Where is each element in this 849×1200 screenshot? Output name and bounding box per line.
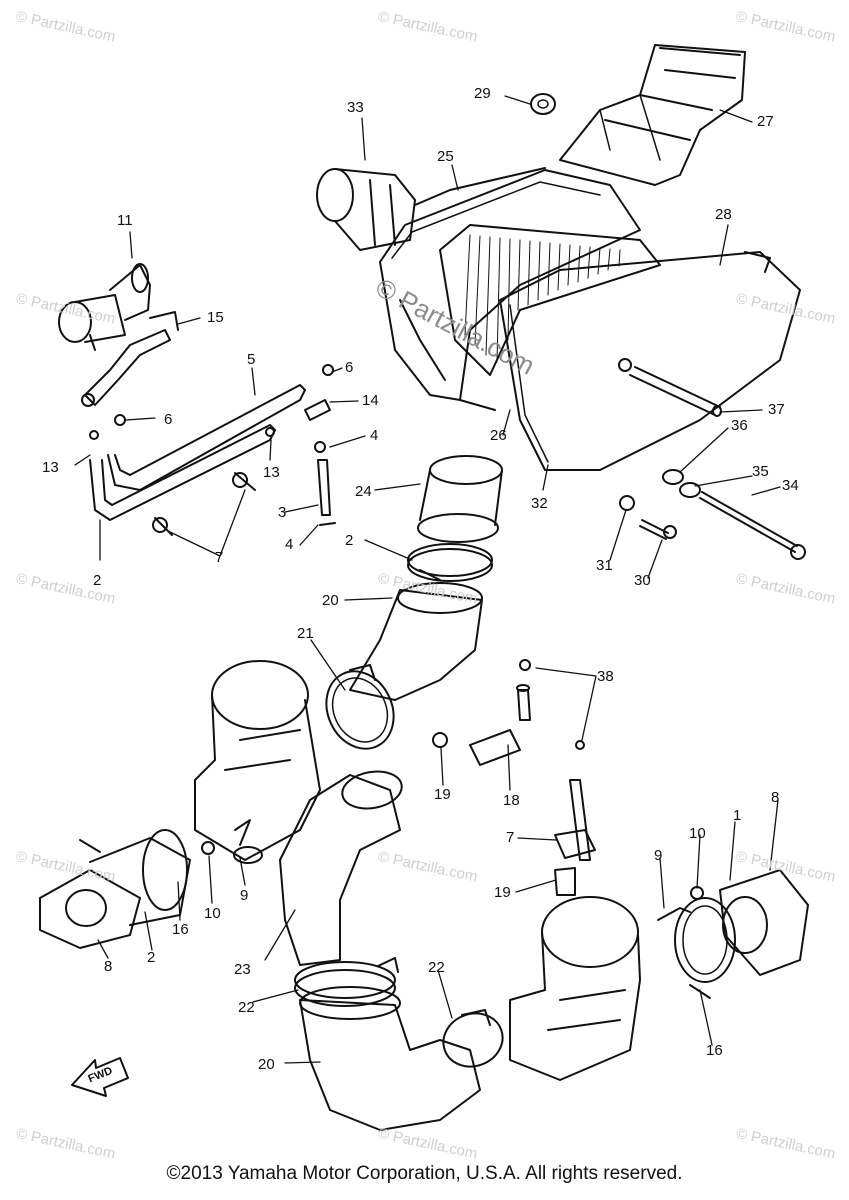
callout-number: 2 [147, 949, 156, 966]
callout-number: 24 [355, 483, 372, 500]
bolts-washers [619, 469, 701, 540]
callout-number: 30 [634, 572, 651, 589]
callout-number: 36 [731, 417, 748, 434]
callout-number: 3 [278, 504, 287, 521]
elbow-duct [279, 770, 403, 966]
callout-number: 10 [689, 825, 706, 842]
callout-number: 29 [474, 85, 491, 102]
callout-number: 15 [207, 309, 224, 326]
callout-number: 5 [247, 351, 256, 368]
callout-number: 19 [434, 786, 451, 803]
fittings [432, 659, 596, 896]
callout-number: 16 [172, 921, 189, 938]
callout-number: 22 [428, 959, 445, 976]
callout-number: 8 [771, 789, 780, 806]
callout-number: 37 [768, 401, 785, 418]
callout-number: 25 [437, 148, 454, 165]
hose-clamp-lower [442, 1009, 504, 1068]
callout-number: 10 [204, 905, 221, 922]
small-clips [89, 364, 336, 526]
callout-number: 14 [362, 392, 379, 409]
callout-number: 8 [104, 958, 113, 975]
hose-set [89, 384, 306, 536]
intake-funnel [559, 44, 746, 186]
callout-number: 38 [597, 668, 614, 685]
carburetor-right [509, 896, 641, 1081]
air-filter-cover [499, 251, 801, 471]
intake-joint-lower [299, 986, 481, 1131]
callout-number: 9 [654, 847, 663, 864]
long-bolt [699, 491, 798, 553]
callout-number: 26 [490, 427, 507, 444]
callout-number: 1 [733, 807, 742, 824]
through-rod [629, 366, 721, 416]
hose-band [325, 664, 395, 750]
intake-boot [316, 168, 416, 251]
hose-clamp-upper [407, 543, 493, 582]
callout-number: 16 [706, 1042, 723, 1059]
callout-number: 2 [93, 572, 102, 589]
bracket [81, 311, 179, 407]
callout-number: 9 [240, 887, 249, 904]
callout-number: 33 [347, 99, 364, 116]
air-filter-element [439, 224, 661, 376]
callout-number: 35 [752, 463, 769, 480]
callout-number: 21 [297, 625, 314, 642]
forward-arrow-icon [71, 1057, 129, 1097]
callout-number: 6 [164, 411, 173, 428]
callout-number: 13 [42, 459, 59, 476]
connector-tube [417, 455, 503, 543]
callout-number: 7 [506, 829, 515, 846]
solenoid [58, 263, 151, 351]
carburetor-left [194, 660, 321, 864]
callout-number: 2 [345, 532, 354, 549]
hose-clamp-middle [294, 957, 399, 1007]
flange-right [657, 869, 809, 999]
callout-number: 6 [345, 359, 354, 376]
air-filter-case [379, 167, 641, 411]
flange-left [39, 819, 251, 949]
callout-number: 20 [258, 1056, 275, 1073]
intake-joint-upper [349, 582, 483, 701]
copyright-footer: ©2013 Yamaha Motor Corporation, U.S.A. A… [166, 1163, 683, 1184]
callout-number: 31 [596, 557, 613, 574]
callout-number: 4 [370, 427, 379, 444]
callout-number: 13 [263, 464, 280, 481]
callout-number: 23 [234, 961, 251, 978]
callout-number: 19 [494, 884, 511, 901]
callout-number: 27 [757, 113, 774, 130]
callout-number: 32 [531, 495, 548, 512]
callout-number: 34 [782, 477, 799, 494]
callout-number: 22 [238, 999, 255, 1016]
callout-number: 18 [503, 792, 520, 809]
callout-number: 4 [285, 536, 294, 553]
callout-number: 28 [715, 206, 732, 223]
leader-lines [74, 95, 781, 1064]
grommet [530, 93, 556, 115]
callout-number: 7 [215, 549, 224, 566]
callout-number: 20 [322, 592, 339, 609]
callout-number: 11 [117, 212, 133, 229]
